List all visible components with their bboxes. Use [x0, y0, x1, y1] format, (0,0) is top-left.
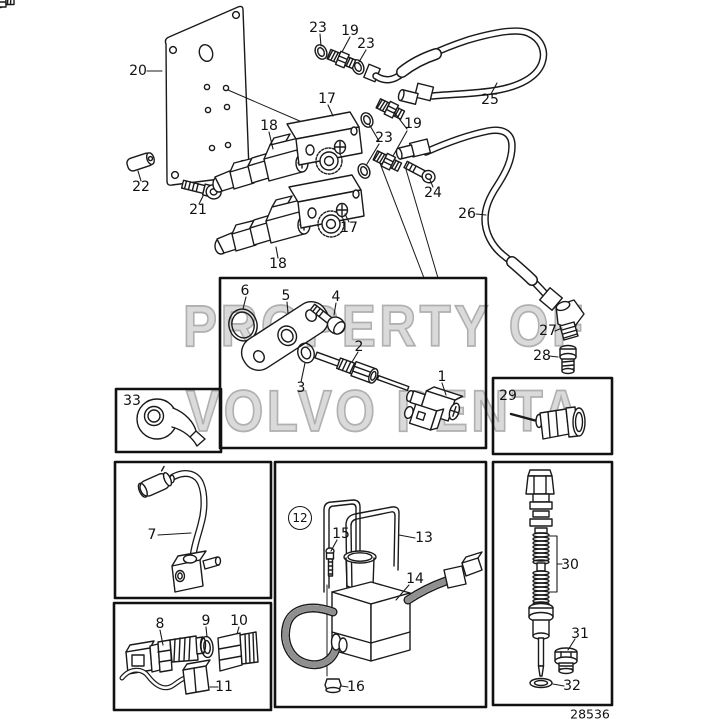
o-ring-32: [529, 677, 553, 689]
nipple-fitting-19: [0, 0, 15, 8]
detail-box-7: [113, 460, 273, 600]
hose-25: [372, 27, 548, 105]
elbow-fitting-27: [555, 299, 585, 341]
valve-cartridge-2: [314, 351, 410, 392]
spacer-22: [126, 152, 155, 172]
connector-29: [509, 406, 586, 440]
sender-30: [525, 469, 563, 677]
pipe-7: [137, 465, 222, 593]
nut-16: [324, 678, 342, 694]
bolt-4: [309, 303, 346, 335]
drawing-number: 28536: [570, 706, 610, 722]
detail-box-12-16: [273, 460, 488, 709]
detail-box-30-32: [491, 460, 614, 707]
detail-box-33: [114, 387, 223, 454]
mounting-plate-20: [164, 5, 250, 186]
cable-11: [119, 659, 211, 695]
washer-9: [200, 635, 214, 659]
sensor-8: [125, 635, 207, 675]
solenoid-valve-18: [212, 133, 309, 193]
nut-31: [554, 647, 578, 675]
leader-lines: [137, 33, 576, 688]
bracket-13b: [345, 506, 400, 597]
bracket-13a: [323, 499, 361, 593]
valve-block-17: [286, 111, 363, 175]
detail-box-8-11: [112, 601, 273, 712]
plug-fitting-28: [559, 344, 577, 375]
detail-box-kit-1-6: [218, 276, 488, 450]
watermark-line2: VOLVO PENTA: [185, 378, 583, 445]
washer-3: [297, 342, 315, 364]
pump-14: [281, 550, 483, 670]
solenoid-1: [403, 386, 464, 431]
hose-26: [395, 126, 563, 311]
screw-15: [325, 547, 335, 577]
detail-box-29: [491, 376, 614, 456]
adapter-nut-10: [217, 631, 259, 672]
flange-5: [240, 301, 330, 371]
tape-roll-33: [136, 398, 206, 447]
bolt-24: [403, 160, 436, 184]
